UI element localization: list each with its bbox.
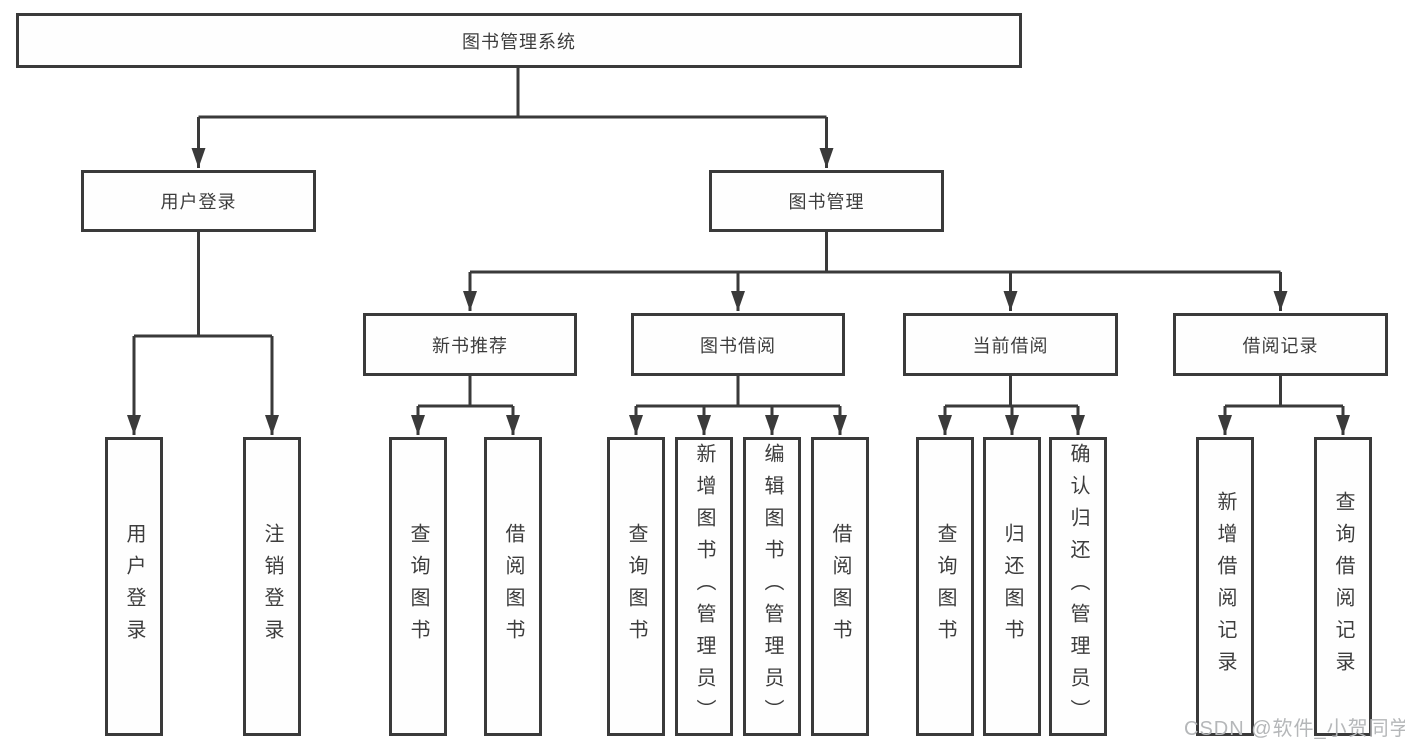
leaf-query-borrow-record: 查询借阅记录 bbox=[1314, 437, 1372, 736]
leaf-query-books-recommend: 查询图书 bbox=[389, 437, 447, 736]
leaf-logout-label: 注销登录 bbox=[261, 522, 283, 651]
node-book-management-label: 图书管理 bbox=[788, 192, 865, 212]
node-new-book-recommend: 新书推荐 bbox=[363, 313, 577, 376]
leaf-confirm-return-admin-label: 确认归还（管理员） bbox=[1067, 442, 1089, 731]
leaf-query-books-recommend-label: 查询图书 bbox=[407, 522, 429, 651]
node-root-label: 图书管理系统 bbox=[462, 31, 576, 52]
node-user-login: 用户登录 bbox=[81, 170, 316, 232]
leaf-borrow-books-borrow: 借阅图书 bbox=[811, 437, 869, 736]
leaf-query-books-current: 查询图书 bbox=[916, 437, 974, 736]
leaf-add-borrow-record-label: 新增借阅记录 bbox=[1214, 490, 1236, 683]
node-current-borrow: 当前借阅 bbox=[903, 313, 1118, 376]
leaf-add-book-admin-label: 新增图书（管理员） bbox=[693, 442, 715, 731]
leaf-query-books-borrow-label: 查询图书 bbox=[625, 522, 647, 651]
leaf-return-book-label: 归还图书 bbox=[1001, 522, 1023, 651]
leaf-query-borrow-record-label: 查询借阅记录 bbox=[1332, 490, 1354, 683]
leaf-return-book: 归还图书 bbox=[983, 437, 1041, 736]
leaf-user-login-label: 用户登录 bbox=[123, 522, 145, 651]
leaf-query-books-current-label: 查询图书 bbox=[934, 522, 956, 651]
leaf-user-login: 用户登录 bbox=[105, 437, 163, 736]
leaf-borrow-books-borrow-label: 借阅图书 bbox=[829, 522, 851, 651]
leaf-add-book-admin: 新增图书（管理员） bbox=[675, 437, 733, 736]
leaf-logout: 注销登录 bbox=[243, 437, 301, 736]
node-current-borrow-label: 当前借阅 bbox=[972, 335, 1049, 356]
leaf-edit-book-admin: 编辑图书（管理员） bbox=[743, 437, 801, 736]
leaf-add-borrow-record: 新增借阅记录 bbox=[1196, 437, 1254, 736]
node-borrow-records: 借阅记录 bbox=[1173, 313, 1388, 376]
node-user-login-label: 用户登录 bbox=[160, 192, 237, 212]
leaf-confirm-return-admin: 确认归还（管理员） bbox=[1049, 437, 1107, 736]
csdn-watermark: CSDN @软件_小贺同学 bbox=[1184, 718, 1405, 740]
leaf-query-books-borrow: 查询图书 bbox=[607, 437, 665, 736]
node-borrow-records-label: 借阅记录 bbox=[1242, 335, 1319, 356]
node-book-management: 图书管理 bbox=[709, 170, 944, 232]
leaf-borrow-books-recommend: 借阅图书 bbox=[484, 437, 542, 736]
connector-trunk-lines bbox=[134, 68, 1343, 408]
node-book-borrow: 图书借阅 bbox=[631, 313, 845, 376]
leaf-edit-book-admin-label: 编辑图书（管理员） bbox=[761, 442, 783, 731]
node-new-book-recommend-label: 新书推荐 bbox=[432, 335, 508, 356]
node-book-borrow-label: 图书借阅 bbox=[700, 335, 776, 356]
node-root: 图书管理系统 bbox=[16, 13, 1022, 68]
leaf-borrow-books-recommend-label: 借阅图书 bbox=[502, 522, 524, 651]
